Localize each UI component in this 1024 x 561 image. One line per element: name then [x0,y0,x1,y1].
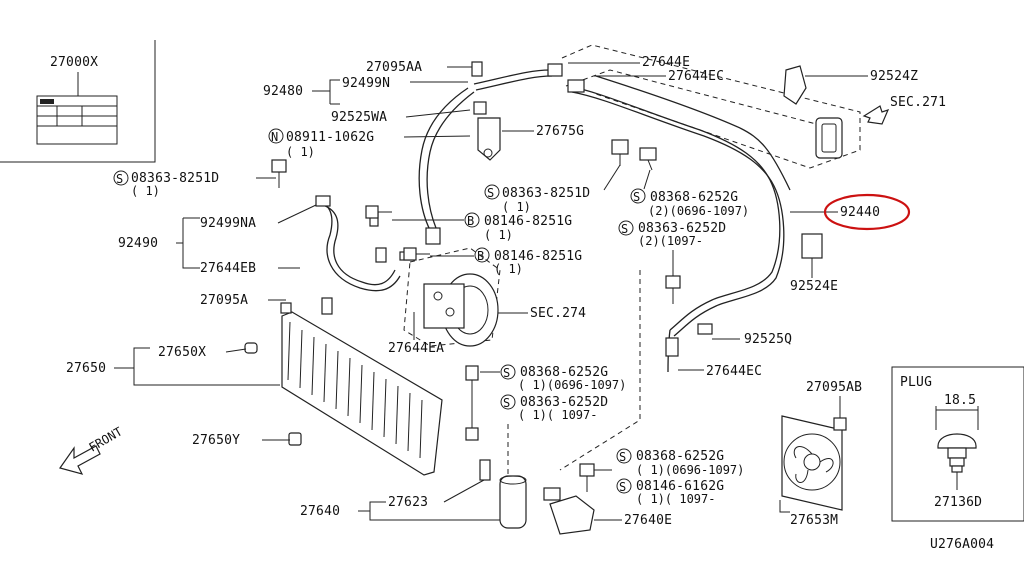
label-27095AB: 27095AB [806,380,862,395]
label-92499N: 92499N [342,76,390,91]
compressor-sec274: SEC.274 27644EA [388,247,586,356]
label-27650X: 27650X [158,345,206,360]
label-27095AA: 27095AA [366,60,422,75]
label-92490: 92490 [118,236,158,251]
prefix-S-h: S [619,480,626,494]
labels-top-right: 27644E 27644EC 92524Z SEC.271 [568,55,946,125]
label-08911-1062G: 08911-1062G [286,130,374,145]
qty-08368-b: ( 1)(0696-1097) [518,378,626,392]
prefix-S-d: S [621,222,628,236]
labels-center: S 08363-8251D ( 1) B 08146-8251G ( 1) B … [392,164,749,276]
label-27644EB: 27644EB [200,261,256,276]
label-27640: 27640 [300,504,340,519]
hose-92440 [567,65,843,373]
prefix-B-a: B [467,214,474,228]
labels-right-mid: 92524E 92525Q [712,258,838,347]
label-27640E: 27640E [624,513,672,528]
label-08363-8251D-a: 08363-8251D [131,171,219,186]
prefix-S-b: S [487,186,494,200]
qty-08368-a: (2)(0696-1097) [648,204,749,218]
labels-bottom-middle: S 08368-6252G ( 1)(0696-1097) S 08146-61… [579,448,744,506]
label-27136D: 27136D [934,495,982,510]
qty-08363-d: ( 1)( 1097- [518,408,597,422]
hose-92490 [315,195,415,292]
bolts-upper-middle [271,139,681,304]
dashed-outline-top [561,44,861,169]
label-08363-8251D-b: 08363-8251D [502,186,590,201]
highlight-ellipse [823,193,911,231]
plug-inset: PLUG 18.5 27136D [891,366,1024,522]
label-27095A: 27095A [200,293,248,308]
label-92499NA: 92499NA [200,216,256,231]
prefix-N: N [271,130,278,144]
callout-92440: 92440 [790,193,911,231]
qty-08146-c: ( 1)( 1097- [636,492,715,506]
labels-center-lower: S 08368-6252G ( 1)(0696-1097) S 08363-62… [465,270,762,471]
label-08368-6252G-a: 08368-6252G [650,190,738,205]
prefix-S-c: S [633,190,640,204]
label-92524Z: 92524Z [870,69,918,84]
labels-top-left: 27095AA 92499N 92480 92525WA N 08911-106… [113,60,474,308]
plug-title: PLUG [900,375,932,390]
label-08146-8251G-a: 08146-8251G [484,214,572,229]
label-27650Y: 27650Y [192,433,240,448]
qty-08368-c: ( 1)(0696-1097) [636,463,744,477]
label-sec274: SEC.274 [530,306,586,321]
prefix-S-f: S [503,396,510,410]
label-08368-6252G-c: 08368-6252G [636,449,724,464]
qty-08146-b: ( 1) [494,262,523,276]
hose-92480 [418,61,563,245]
label-27644EA: 27644EA [388,341,444,356]
label-27675G: 27675G [536,124,584,139]
qty-08363-a: ( 1) [131,184,160,198]
fan-motor-27653M: 27095AB 27653M [779,380,862,528]
label-92480: 92480 [263,84,303,99]
label-92524E: 92524E [790,279,838,294]
label-27650: 27650 [66,361,106,376]
label-27644EC-top: 27644EC [668,69,724,84]
label-27623: 27623 [388,495,428,510]
label-08368-6252G-b: 08368-6252G [520,365,608,380]
prefix-S-e: S [503,366,510,380]
prefix-S: S [116,172,123,186]
front-arrow: FRONT [59,424,125,475]
label-08146-6162G: 08146-6162G [636,479,724,494]
label-sec271: SEC.271 [890,95,946,110]
plug-dimension: 18.5 [944,393,976,408]
qty-08911: ( 1) [286,145,315,159]
figure-code: U276A004 [930,537,994,552]
label-front: FRONT [87,424,125,454]
qty-08146-a: ( 1) [484,228,513,242]
label-92525WA: 92525WA [331,110,387,125]
bracket-27675G: 27675G [477,117,584,161]
label-box-27000X: 27000X [0,40,156,163]
label-08146-8251G-b: 08146-8251G [494,249,582,264]
qty-08363-c: (2)(1097- [638,234,703,248]
label-08363-6252D-c: 08363-6252D [638,221,726,236]
label-27644EC-mid: 27644EC [706,364,762,379]
receiver-drier-27640: 27623 27640 27640E [300,424,672,535]
label-08363-6252D-d: 08363-6252D [520,395,608,410]
prefix-S-g: S [619,450,626,464]
label-92440: 92440 [840,205,880,220]
condenser-fins [287,321,423,459]
qty-08363-b: ( 1) [502,200,531,214]
label-27653M: 27653M [790,513,838,528]
label-27000X: 27000X [50,55,98,70]
condenser-27650: 27650X 27650 27650Y [66,297,443,476]
label-92525Q: 92525Q [744,332,792,347]
